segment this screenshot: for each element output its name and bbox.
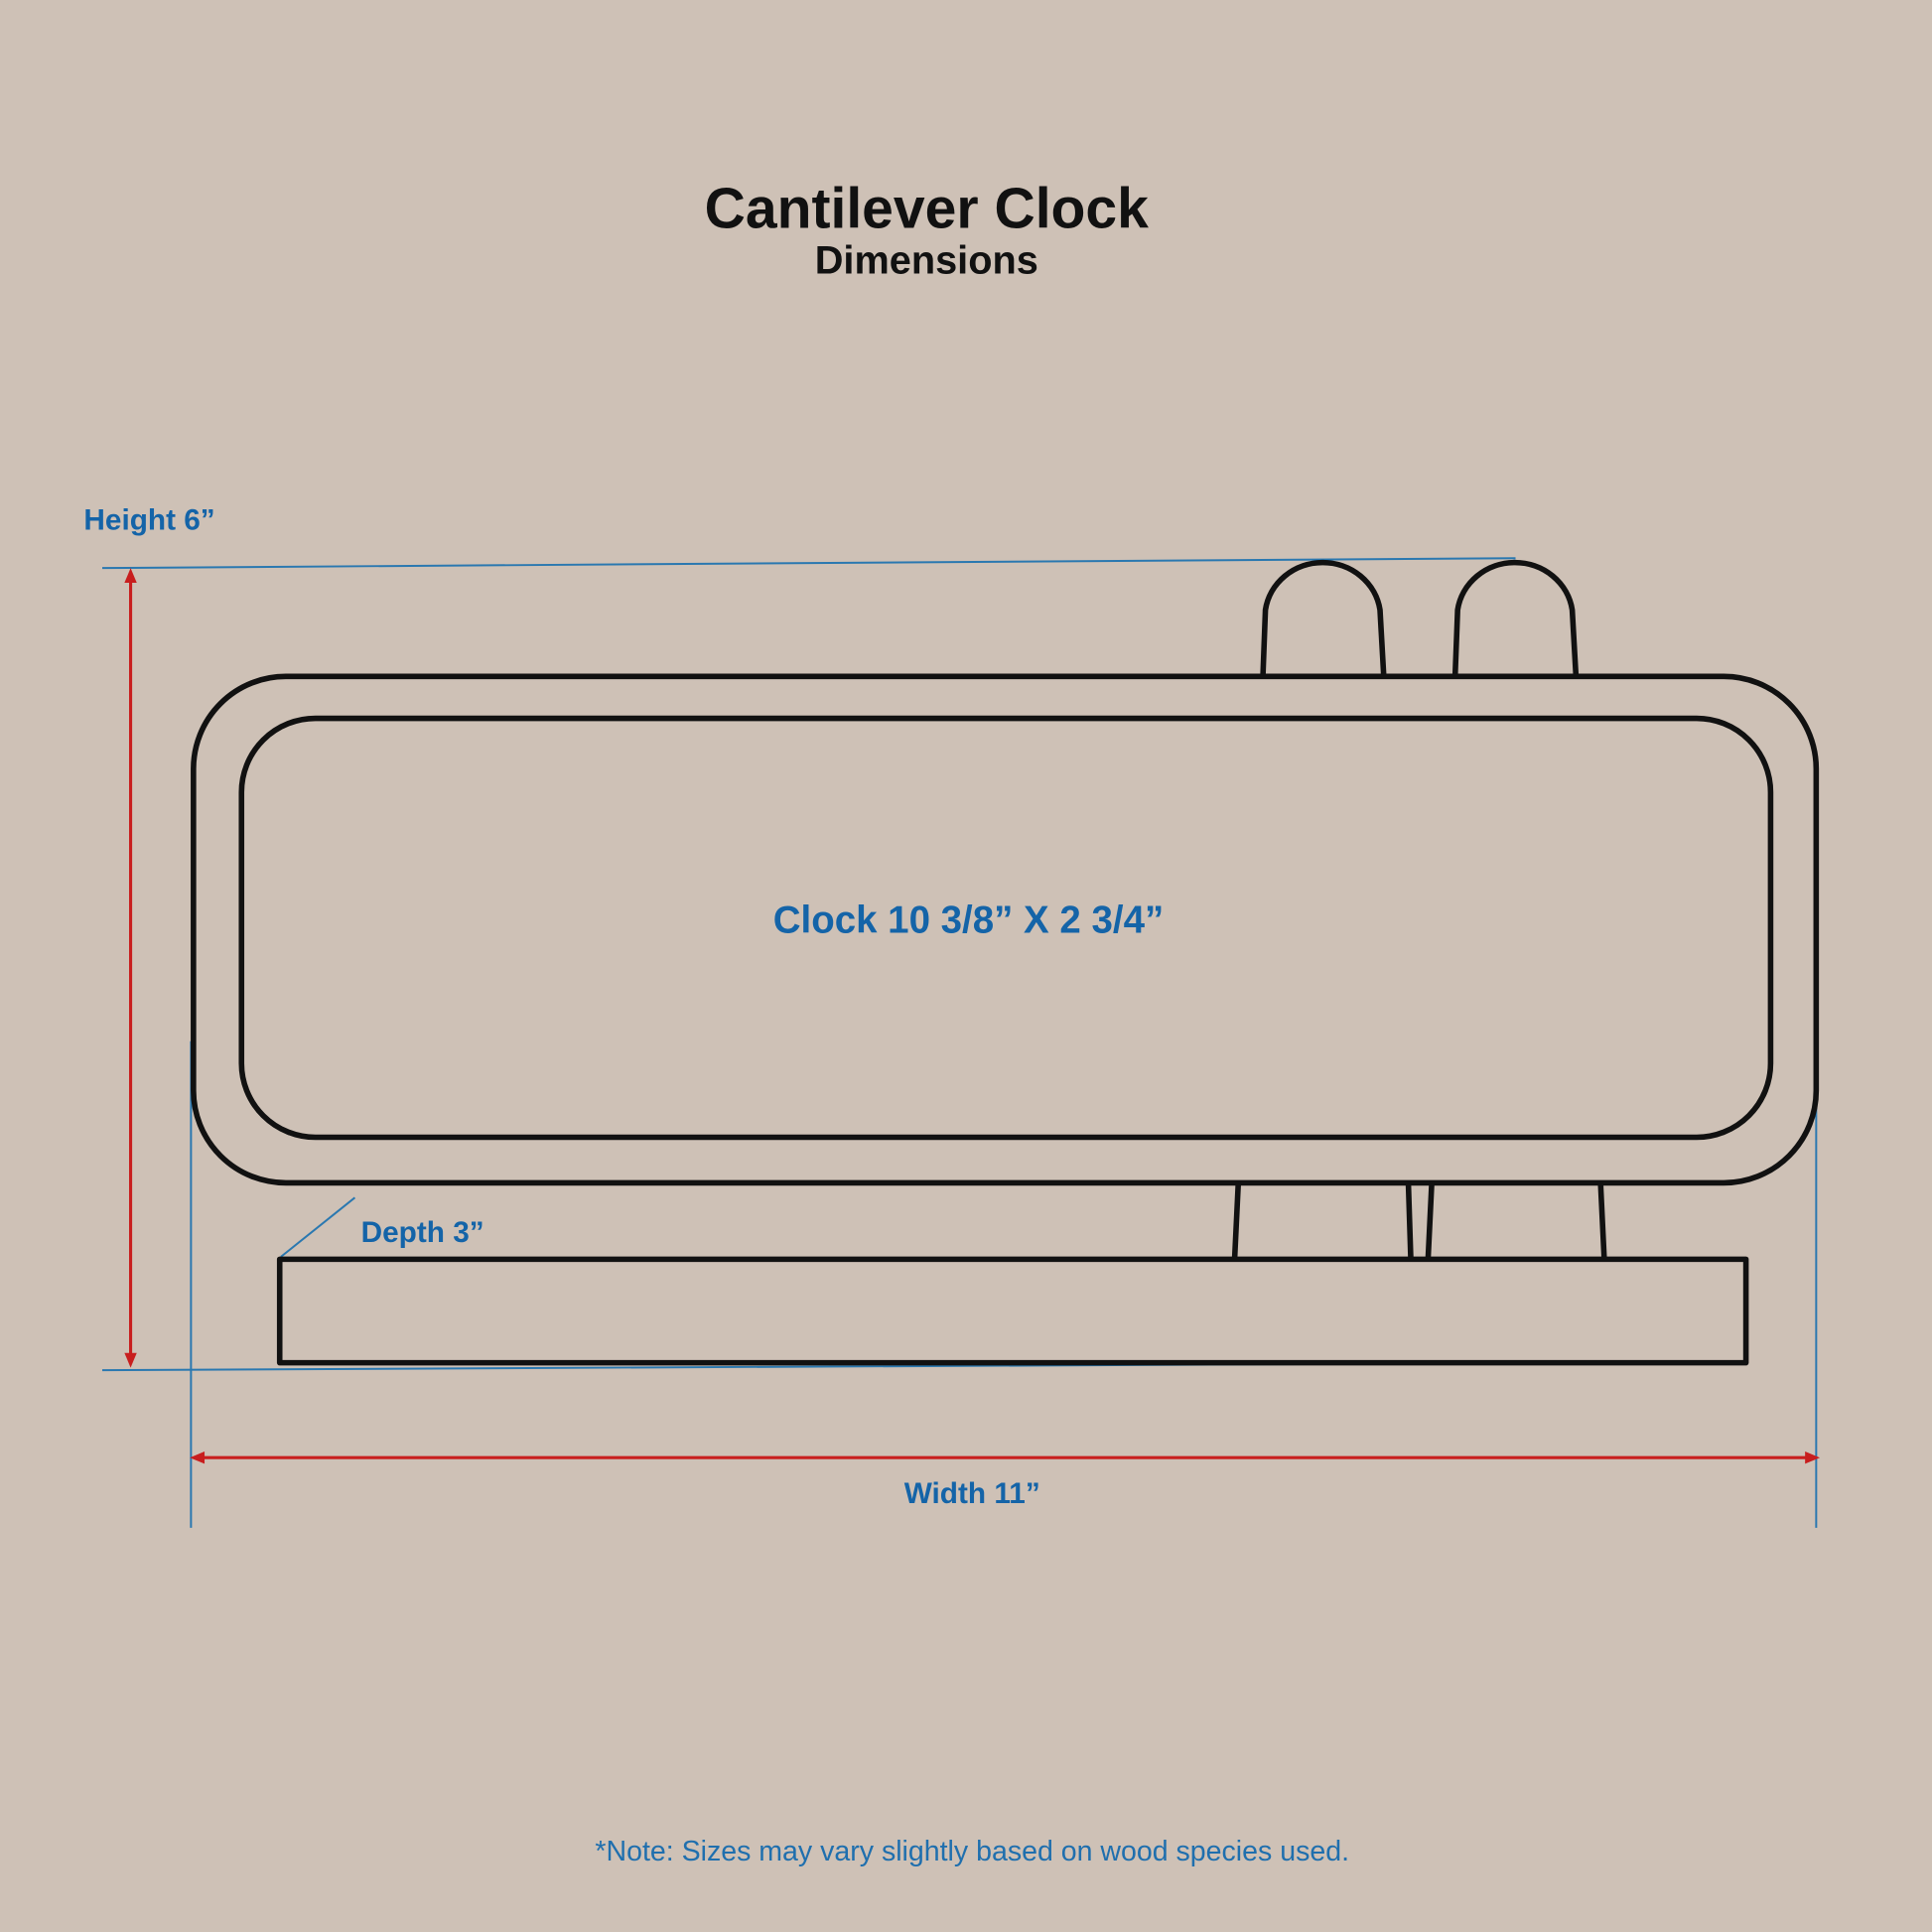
clock-size-label: Clock 10 3/8” X 2 3/4”: [773, 898, 1164, 941]
clock-inner-face: [238, 715, 1774, 1141]
height-label: Height 6”: [83, 504, 214, 537]
clock-outer-frame: [191, 673, 1820, 1186]
depth-label: Depth 3”: [361, 1216, 484, 1249]
height-top-guide: [102, 557, 1516, 570]
clock-drawing: [191, 559, 1820, 1366]
diagram-subtitle: Dimensions: [815, 239, 1038, 283]
depth-guide: [280, 1196, 356, 1258]
width-label: Width 11”: [904, 1477, 1040, 1510]
diagram-title: Cantilever Clock: [705, 178, 1150, 241]
width-arrow: [190, 1450, 1821, 1464]
footnote: *Note: Sizes may vary slightly based on …: [595, 1836, 1349, 1867]
height-arrow: [124, 568, 137, 1368]
top-knob-left: [1260, 559, 1387, 676]
top-knob-right: [1451, 559, 1580, 676]
clock-base: [276, 1256, 1749, 1366]
support-legs: [1231, 1182, 1607, 1260]
